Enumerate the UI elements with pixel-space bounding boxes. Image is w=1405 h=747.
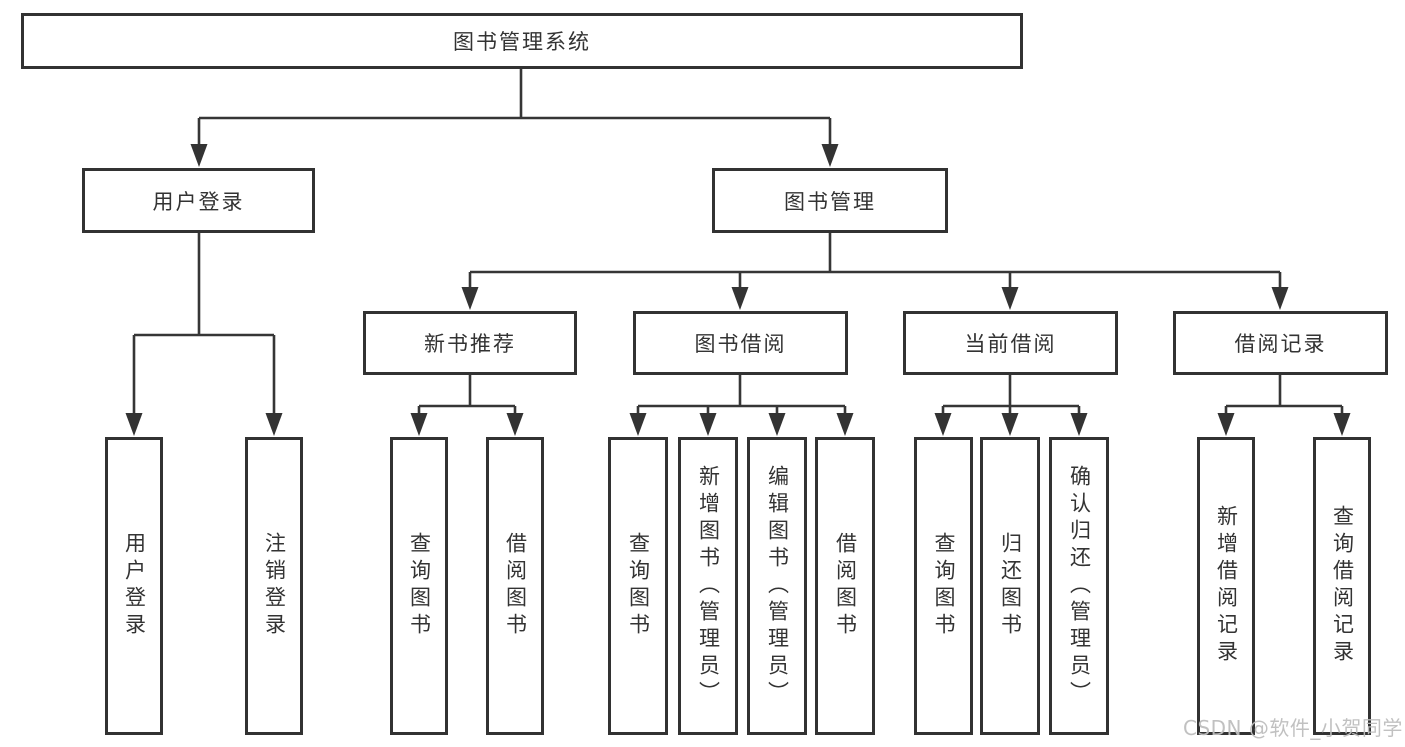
leaf-borrow-books: 借阅图书 xyxy=(815,437,875,735)
leaf-query-books-current: 查询图书 xyxy=(914,437,973,735)
node-user-login: 用户登录 xyxy=(82,168,315,233)
node-library-system: 图书管理系统 xyxy=(21,13,1023,69)
leaf-add-book-admin-label: 新增图书（管理员） xyxy=(696,464,721,708)
leaf-logout-login-label: 注销登录 xyxy=(262,532,287,640)
node-book-management: 图书管理 xyxy=(712,168,948,233)
leaf-query-books-current-label: 查询图书 xyxy=(932,532,956,640)
leaf-query-borrow-record: 查询借阅记录 xyxy=(1313,437,1371,735)
node-new-book-recommend: 新书推荐 xyxy=(363,311,577,375)
node-borrow-records: 借阅记录 xyxy=(1173,311,1388,375)
leaf-query-books-borrow: 查询图书 xyxy=(608,437,668,735)
leaf-query-books-recommend: 查询图书 xyxy=(390,437,448,735)
node-library-system-label: 图书管理系统 xyxy=(453,30,591,54)
node-user-login-label: 用户登录 xyxy=(152,189,245,214)
leaf-user-login: 用户登录 xyxy=(105,437,163,735)
leaf-confirm-return-admin: 确认归还（管理员） xyxy=(1049,437,1109,735)
node-book-borrow-label: 图书借阅 xyxy=(694,332,787,356)
leaf-borrow-books-recommend-label: 借阅图书 xyxy=(503,532,528,640)
leaf-logout-login: 注销登录 xyxy=(245,437,303,735)
leaf-borrow-books-label: 借阅图书 xyxy=(833,532,858,640)
csdn-watermark: CSDN @软件_小贺同学 xyxy=(1183,716,1403,740)
leaf-return-book-label: 归还图书 xyxy=(998,532,1023,640)
leaf-return-book: 归还图书 xyxy=(980,437,1040,735)
leaf-user-login-label: 用户登录 xyxy=(122,532,147,640)
leaf-edit-book-admin-label: 编辑图书（管理员） xyxy=(765,464,790,708)
node-new-book-recommend-label: 新书推荐 xyxy=(424,332,516,356)
leaf-borrow-books-recommend: 借阅图书 xyxy=(486,437,544,735)
leaf-add-borrow-record-label: 新增借阅记录 xyxy=(1214,505,1239,667)
leaf-confirm-return-admin-label: 确认归还（管理员） xyxy=(1067,464,1092,708)
node-book-management-label: 图书管理 xyxy=(784,189,876,214)
leaf-edit-book-admin: 编辑图书（管理员） xyxy=(747,437,807,735)
node-borrow-records-label: 借阅记录 xyxy=(1234,332,1327,356)
leaf-query-books-recommend-label: 查询图书 xyxy=(407,532,432,640)
node-current-borrow: 当前借阅 xyxy=(903,311,1118,375)
leaf-add-book-admin: 新增图书（管理员） xyxy=(678,437,738,735)
node-book-borrow: 图书借阅 xyxy=(633,311,848,375)
leaf-query-borrow-record-label: 查询借阅记录 xyxy=(1330,505,1355,667)
leaf-query-books-borrow-label: 查询图书 xyxy=(626,532,651,640)
leaf-add-borrow-record: 新增借阅记录 xyxy=(1197,437,1255,735)
node-current-borrow-label: 当前借阅 xyxy=(964,332,1057,356)
